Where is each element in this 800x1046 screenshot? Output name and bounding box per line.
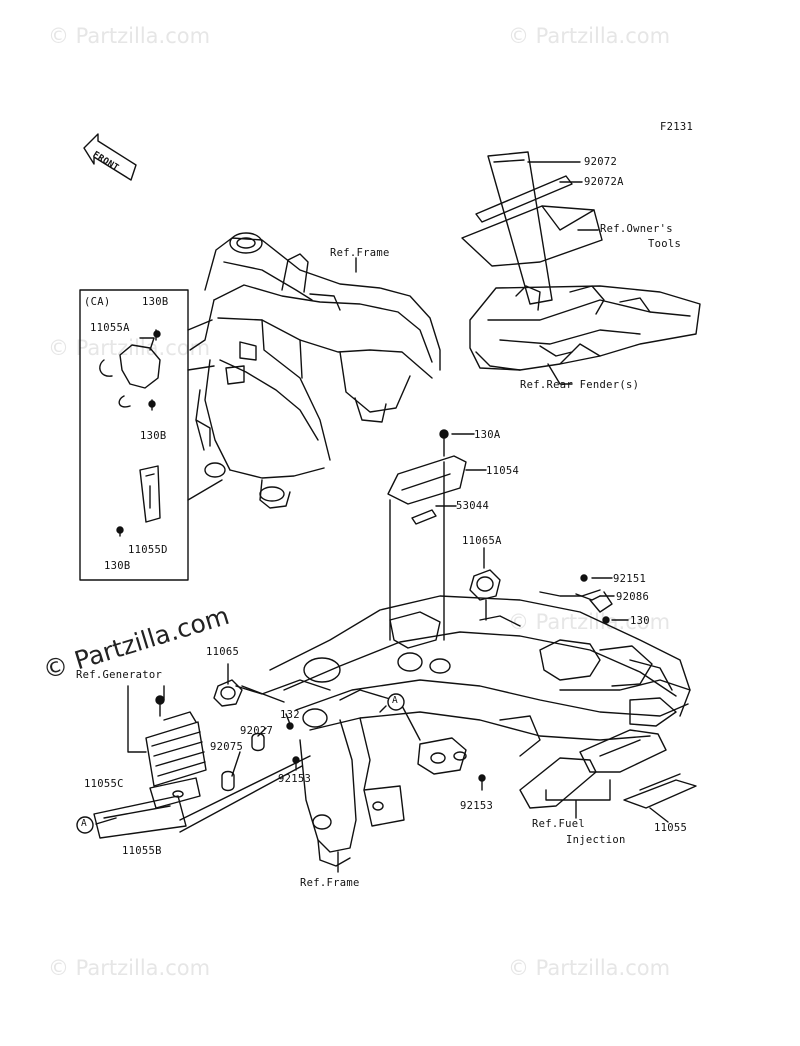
- label-11065a: 11065A: [462, 535, 502, 547]
- marker-a-left-circle: [76, 816, 94, 834]
- watermark-top-left: © Partzilla.com: [48, 24, 211, 48]
- marker-a-right-circle: [387, 693, 405, 711]
- label-92072a: 92072A: [584, 176, 624, 188]
- label-130a: 130A: [474, 429, 501, 441]
- leader-marker-a-right: [379, 705, 387, 713]
- label-92072: 92072: [584, 156, 618, 168]
- label-11055: 11055: [654, 822, 688, 834]
- leader-11065: [235, 679, 331, 695]
- label-11065: 11065: [206, 646, 240, 658]
- label-11055a: 11055A: [90, 322, 130, 334]
- marker-a-left: A: [81, 818, 88, 829]
- label-ref-frame-top: Ref.Frame: [330, 247, 390, 259]
- watermark-top-right: © Partzilla.com: [508, 24, 671, 48]
- label-ref-owners-tools-1: Ref.Owner's: [600, 223, 673, 235]
- ca-label: (CA): [84, 296, 111, 308]
- label-ref-fuel-2: Injection: [566, 834, 626, 846]
- leaders-rear-fender: [527, 161, 599, 385]
- upper-frame-drawing: [189, 232, 441, 509]
- figure-code: F2131: [660, 121, 694, 133]
- fuel-injection-parts: [519, 729, 697, 809]
- watermark-bottom-left: © Partzilla.com: [48, 956, 211, 980]
- label-132: 132: [280, 709, 300, 721]
- marker-a-right: A: [392, 695, 399, 706]
- rear-fender-drawing: [461, 151, 701, 371]
- watermark-mid-right: © Partzilla.com: [508, 610, 671, 634]
- label-ref-fuel-1: Ref.Fuel: [532, 818, 585, 830]
- label-92153-left: 92153: [278, 773, 312, 785]
- label-53044: 53044: [456, 500, 490, 512]
- label-130b-top: 130B: [142, 296, 169, 308]
- label-ref-frame-bottom: Ref.Frame: [300, 877, 360, 889]
- leaders-vertical-frame: [389, 461, 487, 641]
- front-arrow-icon: [83, 133, 137, 181]
- ca-inset-box: [79, 289, 189, 581]
- label-130: 130: [630, 615, 650, 627]
- label-92027: 92027: [240, 725, 274, 737]
- label-92153-right: 92153: [460, 800, 494, 812]
- label-130b-mid: 130B: [140, 430, 167, 442]
- regulator-parts: [93, 679, 300, 839]
- label-ref-owners-tools-2: Tools: [648, 238, 682, 250]
- mid-bracket-parts: [387, 429, 610, 624]
- label-ref-generator: Ref.Generator: [76, 669, 163, 681]
- ca-inset-parts: [99, 319, 223, 537]
- label-92151: 92151: [613, 573, 647, 585]
- label-130b-bottom: 130B: [104, 560, 131, 572]
- label-ref-rear-fender: Ref.Rear Fender(s): [520, 379, 640, 391]
- main-frame-drawing: [269, 591, 691, 867]
- leaders-mid: [435, 433, 629, 621]
- label-11055c: 11055C: [84, 778, 124, 790]
- label-11054: 11054: [486, 465, 520, 477]
- label-11055b: 11055B: [122, 845, 162, 857]
- label-11055d: 11055D: [128, 544, 168, 556]
- watermark-bottom-right: © Partzilla.com: [508, 956, 671, 980]
- leaders-fuel: [545, 779, 669, 823]
- label-92086: 92086: [616, 591, 650, 603]
- label-92075: 92075: [210, 741, 244, 753]
